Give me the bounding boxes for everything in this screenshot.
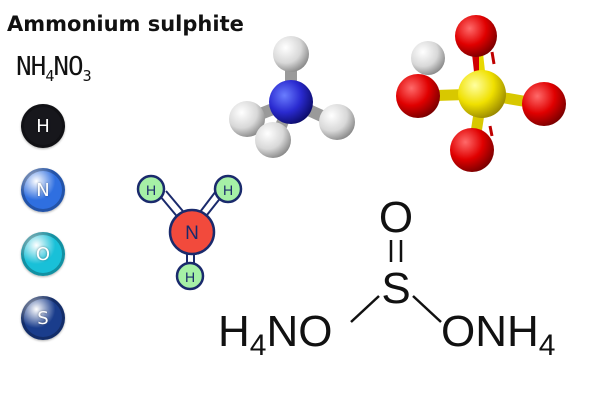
- nitrogen-cartoon-atom: [168, 208, 216, 256]
- hydrogen-ball-bottom: [255, 122, 291, 158]
- nitrogen-atom-icon: N: [21, 168, 65, 212]
- oxygen-ball-left: [396, 74, 440, 118]
- formula-part-1: NH: [16, 52, 46, 82]
- hydrogen-cartoon-label-left: H: [146, 182, 156, 198]
- sulphite-ball-stick-model: [396, 15, 566, 172]
- sulfur-atom-icon: S: [21, 296, 65, 340]
- left-group-subscript: 4: [250, 329, 267, 362]
- hydrogen-atom-icon: H: [21, 104, 65, 148]
- hydrogen-cartoon-atom-bottom: [175, 261, 205, 291]
- hydrogen-ball-sulphite: [411, 41, 445, 75]
- legend-label-n: N: [36, 179, 50, 201]
- hydrogen-cartoon-label-right: H: [223, 182, 233, 198]
- hydrogen-ball-left: [229, 101, 265, 137]
- legend-label-h: H: [36, 115, 50, 137]
- nitrogen-ball: [269, 80, 313, 124]
- oxygen-ball-top: [455, 15, 497, 57]
- sulfur-ball: [458, 70, 506, 118]
- ammonium-cartoon-model: N H H H: [136, 174, 243, 291]
- bond-dash-1: [490, 51, 496, 65]
- formula-subscript-1: 4: [45, 67, 54, 86]
- formula-part-2: NO: [53, 52, 83, 82]
- structure-right-group: ONH4: [441, 307, 555, 362]
- oxygen-ball-right: [522, 82, 566, 126]
- hydrogen-ball-right: [319, 104, 355, 140]
- hydrogen-cartoon-atom-left: [136, 174, 166, 204]
- formula-subscript-2: 3: [82, 67, 92, 86]
- diagram-title: Ammonium sulphite: [7, 12, 244, 36]
- bond-dash-2: [488, 125, 494, 137]
- hydrogen-ball-top: [273, 36, 309, 72]
- structure-left-group: H4NO: [218, 307, 332, 362]
- legend-label-s: S: [37, 307, 49, 329]
- left-group-h: H: [218, 307, 250, 356]
- right-group-onh: ONH: [441, 307, 539, 356]
- legend-label-o: O: [35, 243, 51, 265]
- single-bond-left: [350, 295, 380, 323]
- single-bond-right: [412, 295, 442, 323]
- ammonium-ball-stick-model: [229, 36, 355, 158]
- left-group-no: NO: [266, 307, 332, 356]
- hydrogen-cartoon-label-bottom: H: [185, 269, 195, 285]
- oxygen-atom-icon: O: [21, 232, 65, 276]
- structural-formula: O S H4NO ONH4: [218, 193, 555, 362]
- hydrogen-cartoon-atom-right: [213, 174, 243, 204]
- structure-top-oxygen: O: [379, 193, 413, 242]
- right-group-subscript: 4: [539, 329, 556, 362]
- nitrogen-cartoon-label: N: [185, 223, 199, 244]
- structure-center-sulfur: S: [381, 264, 410, 313]
- chemical-formula: NH4NO3: [16, 52, 92, 86]
- oxygen-ball-bottom: [450, 128, 494, 172]
